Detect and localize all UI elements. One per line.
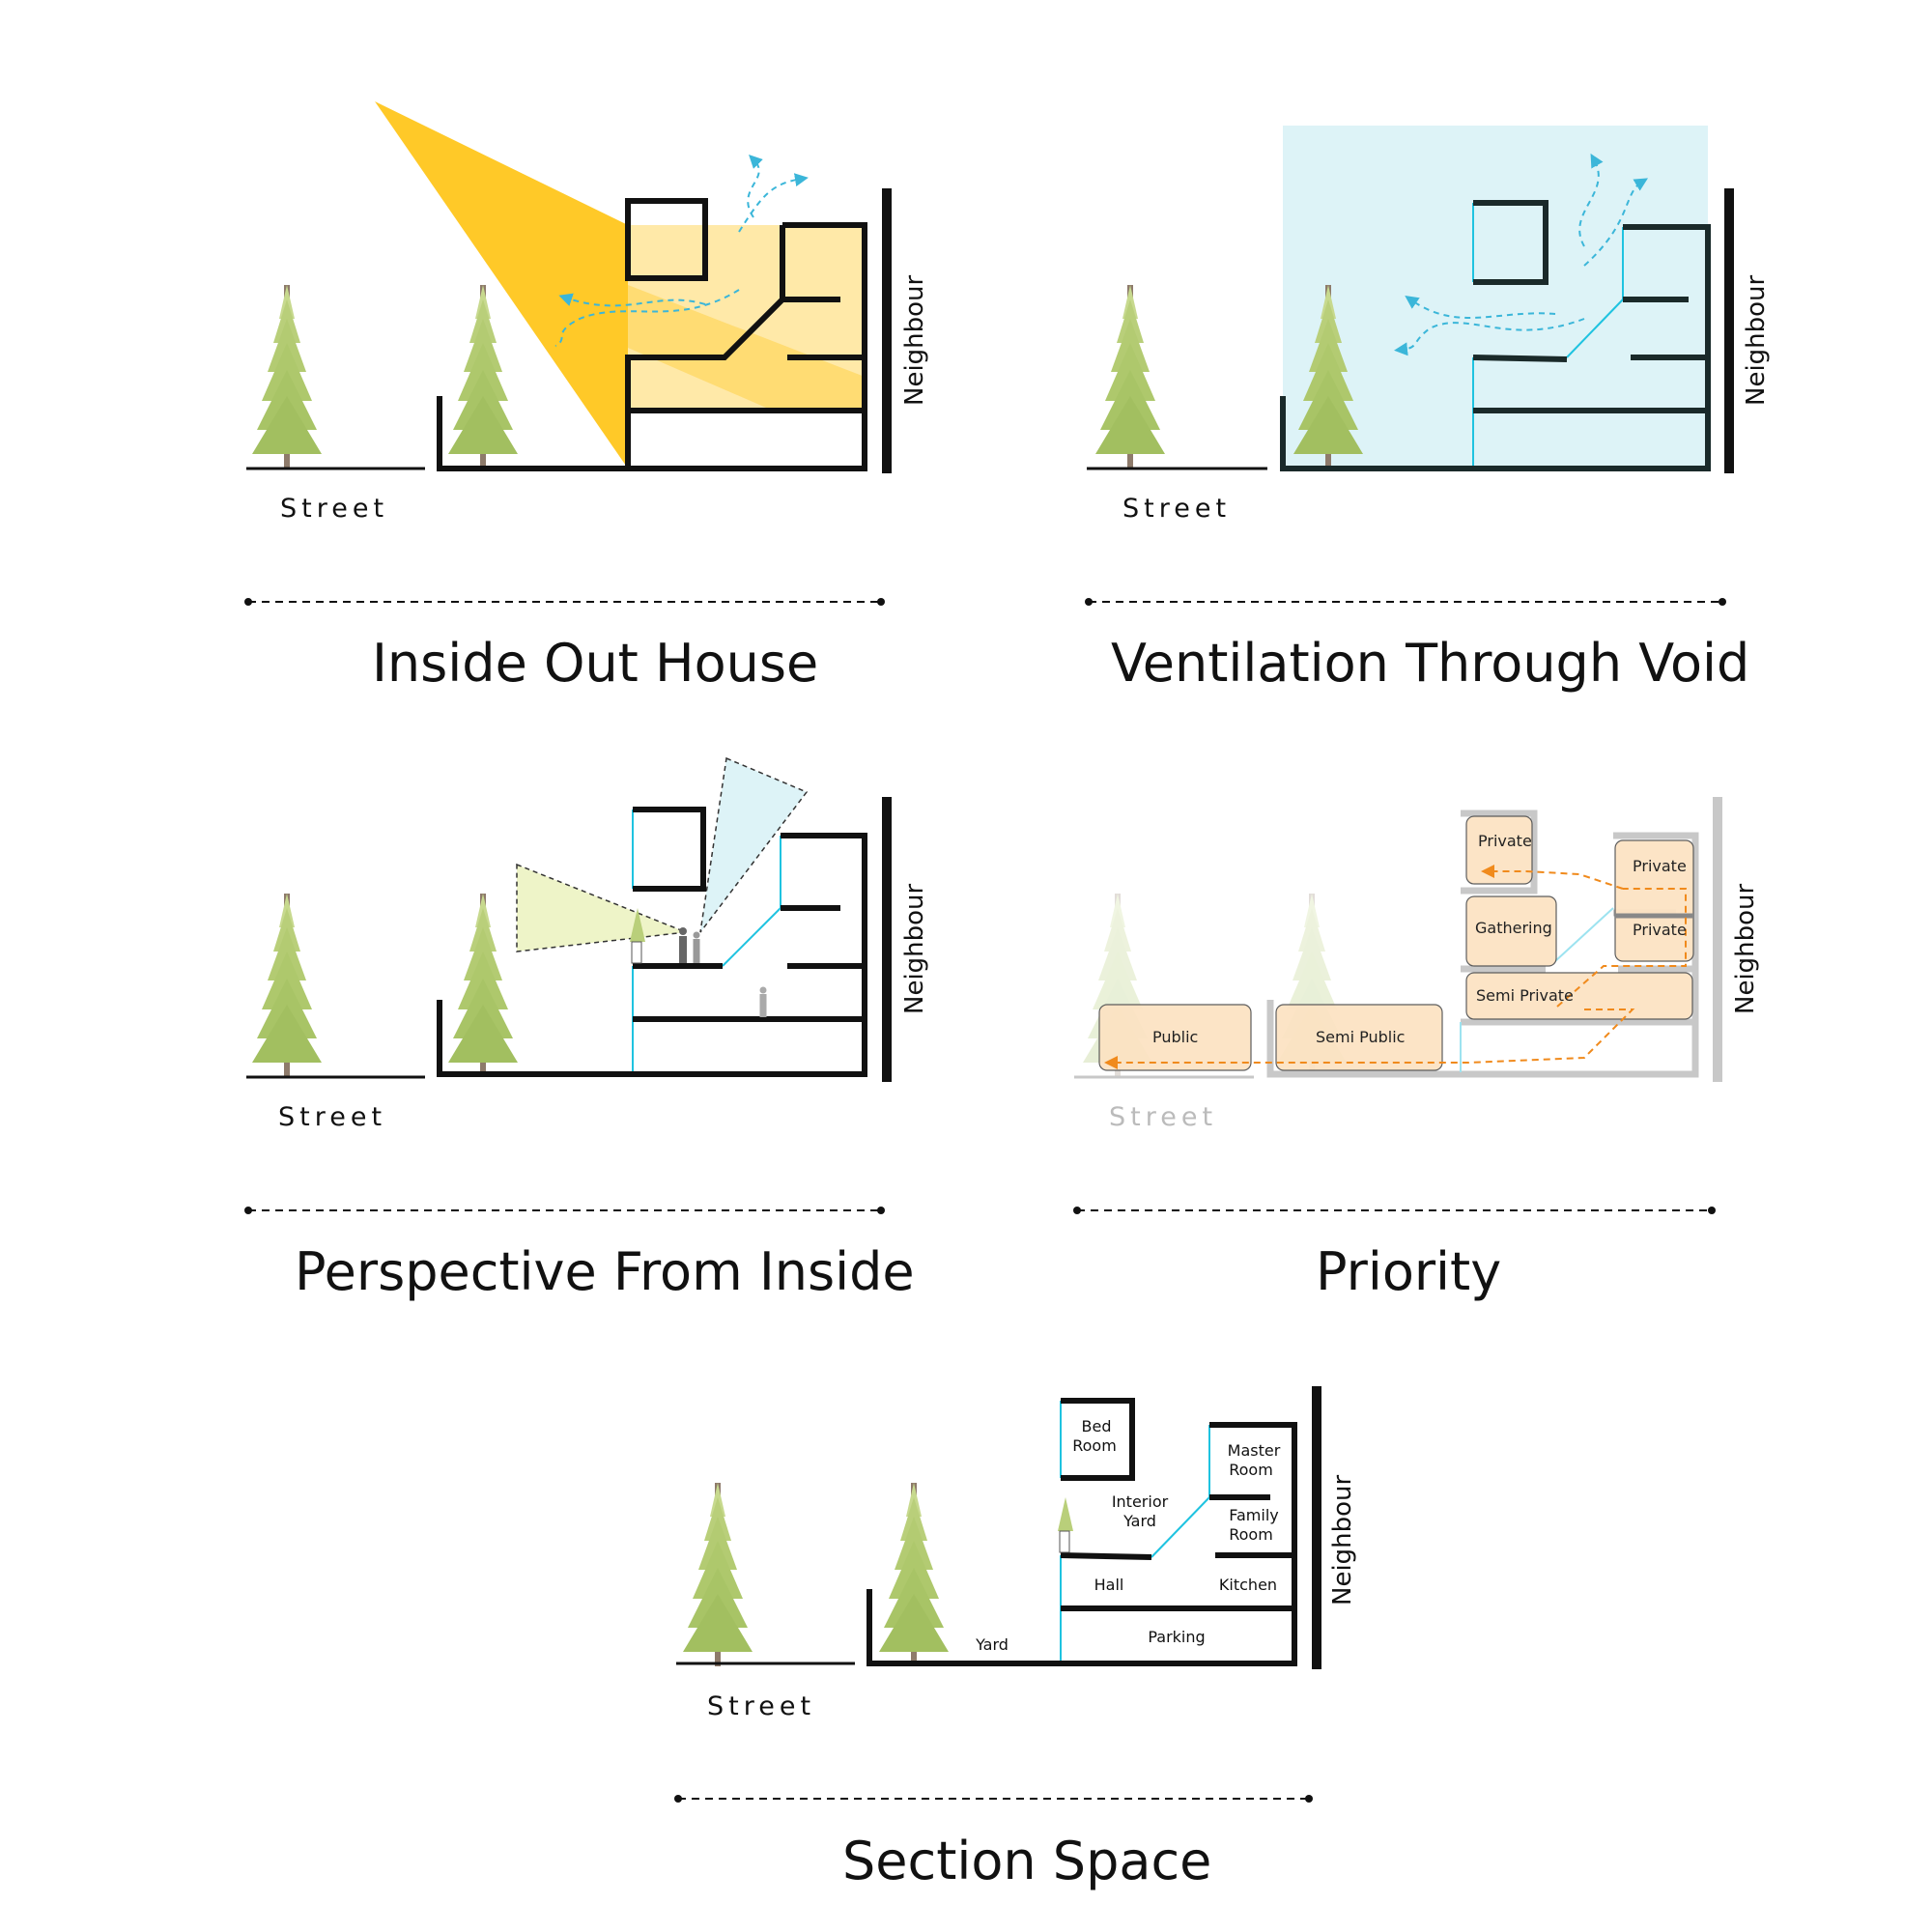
interior-tree-icon (630, 908, 645, 964)
house-walls-faded (1266, 810, 1699, 1078)
neighbour-label: Neighbour (1742, 274, 1771, 406)
zone-private-mid-right: Private (1633, 921, 1687, 939)
room-master: Master (1228, 1441, 1281, 1460)
view-cone-sky (699, 756, 809, 933)
street-label: Street (280, 494, 388, 524)
panel-title: Section Space (842, 1831, 1211, 1891)
zone-private-top-left: Private (1478, 832, 1532, 850)
circulation-arrows (1104, 865, 1687, 1069)
street-label: Street (278, 1102, 386, 1132)
panel-title: Inside Out House (372, 633, 818, 694)
room-family-2: Room (1229, 1525, 1273, 1544)
panel-perspective-from-inside: Street Neighbour Perspective From Inside (244, 756, 929, 1302)
street-tree (252, 285, 322, 469)
panel-inside-out-house: Street Neighbour Inside Out House (244, 101, 929, 694)
sun-wedge (375, 101, 628, 469)
room-bed: Bed (1082, 1417, 1112, 1435)
room-kitchen: Kitchen (1219, 1576, 1277, 1594)
interior-tree-icon (1058, 1497, 1073, 1553)
zone-public: Public (1152, 1028, 1198, 1046)
room-hall: Hall (1094, 1576, 1124, 1594)
room-interior-yard-2: Yard (1122, 1512, 1156, 1530)
zone-private-top-right: Private (1633, 857, 1687, 875)
yard-tree (879, 1483, 949, 1666)
zone-boxes (1098, 815, 1694, 1071)
neighbour-label: Neighbour (1328, 1474, 1357, 1605)
house-walls (437, 198, 867, 471)
neighbour-label: Neighbour (1731, 883, 1760, 1014)
zone-gathering: Gathering (1475, 919, 1552, 937)
street-tree (683, 1483, 753, 1666)
glass-lines-faded (1460, 907, 1614, 1072)
room-family: Family (1229, 1506, 1278, 1524)
street-tree (252, 894, 322, 1077)
wind-arrows (1394, 153, 1648, 356)
sun-light-strong (628, 285, 865, 411)
house-walls (437, 807, 867, 1077)
panel-section-space: Bed Room Master Room Interior Yard Famil… (674, 1386, 1357, 1891)
yard-tree (448, 285, 518, 469)
room-interior-yard: Interior (1112, 1492, 1169, 1511)
street-label: Street (707, 1691, 815, 1721)
panel-title: Priority (1316, 1241, 1501, 1302)
panel-priority: Private Private Private Gathering Semi P… (1073, 797, 1760, 1302)
room-bed-2: Room (1072, 1436, 1117, 1455)
street-label: Street (1109, 1102, 1217, 1132)
yard-tree (448, 894, 518, 1077)
neighbour-label: Neighbour (900, 274, 929, 406)
room-yard: Yard (975, 1635, 1009, 1654)
room-parking: Parking (1148, 1628, 1205, 1646)
house-walls (867, 1398, 1297, 1666)
street-label: Street (1122, 494, 1231, 524)
house-walls (1280, 200, 1711, 471)
panel-title: Perspective From Inside (295, 1241, 915, 1302)
wind-arrows (554, 155, 809, 347)
zone-semi-private: Semi Private (1476, 986, 1574, 1005)
zone-semi-public: Semi Public (1316, 1028, 1405, 1046)
people-icon (679, 927, 767, 1017)
panel-title: Ventilation Through Void (1111, 633, 1749, 694)
neighbour-label: Neighbour (900, 883, 929, 1014)
street-tree (1095, 285, 1165, 469)
view-cone-street (516, 863, 687, 952)
room-master-2: Room (1229, 1461, 1273, 1479)
panel-ventilation-through-void: Street Neighbour Ventilation Through Voi… (1085, 126, 1771, 694)
